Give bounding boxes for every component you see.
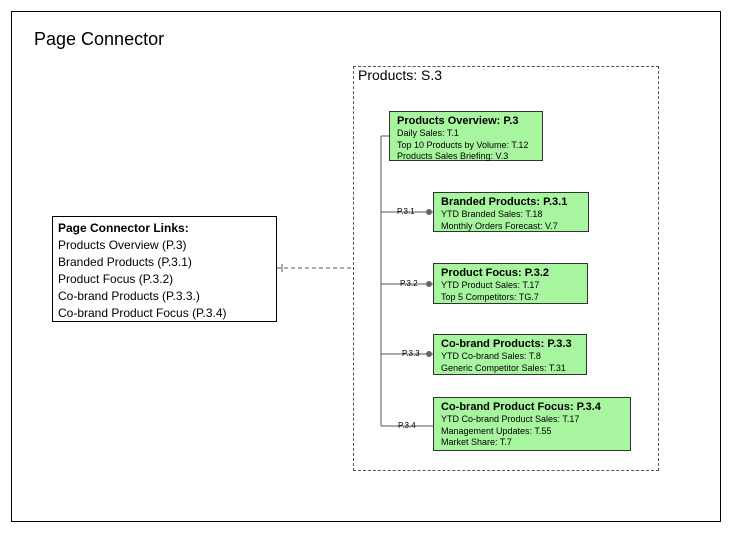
node-line: Top 5 Competitors: TG.7: [441, 291, 539, 302]
node-line: Generic Competitor Sales: T.31: [441, 362, 566, 373]
link-products-overview[interactable]: Products Overview (P.3): [58, 238, 187, 252]
node-co-brand-products[interactable]: Co-brand Products: P.3.3 YTD Co-brand Sa…: [433, 334, 587, 375]
node-title: Co-brand Products: P.3.3: [441, 338, 572, 350]
node-line: Market Share: T.7: [441, 437, 512, 448]
node-product-focus[interactable]: Product Focus: P.3.2 YTD Product Sales: …: [433, 263, 588, 304]
branch-label-p31: P.3.1: [397, 207, 415, 216]
node-line: YTD Product Sales: T.17: [441, 280, 540, 290]
branch-dot-p31: [426, 209, 432, 215]
node-line: YTD Branded Sales: T.18: [441, 209, 543, 219]
diagram-frame: [11, 11, 721, 522]
branch-dot-p33: [426, 351, 432, 357]
node-co-brand-product-focus[interactable]: Co-brand Product Focus: P.3.4 YTD Co-bra…: [433, 397, 631, 451]
node-line: Monthly Orders Forecast: V.7: [441, 220, 558, 231]
node-line: Products Sales Briefing: V.3: [397, 151, 509, 162]
products-group: [353, 66, 659, 471]
node-line: Daily Sales: T.1: [397, 128, 459, 138]
node-line: YTD Co-brand Product Sales: T.17: [441, 414, 580, 424]
page-connector-links: Page Connector Links: Products Overview …: [52, 216, 277, 322]
node-branded-products[interactable]: Branded Products: P.3.1 YTD Branded Sale…: [433, 192, 589, 232]
link-co-brand-products[interactable]: Co-brand Products (P.3.3.): [58, 289, 200, 303]
link-co-brand-product-focus[interactable]: Co-brand Product Focus (P.3.4): [58, 306, 227, 320]
branch-dot-p32: [426, 281, 432, 287]
node-line: Management Updates: T.55: [441, 425, 552, 436]
branch-label-p32: P.3.2: [400, 279, 418, 288]
node-title: Co-brand Product Focus: P.3.4: [441, 401, 601, 413]
link-branded-products[interactable]: Branded Products (P.3.1): [58, 255, 192, 269]
node-title: Products Overview: P.3: [397, 115, 519, 127]
node-title: Product Focus: P.3.2: [441, 267, 549, 279]
node-title: Branded Products: P.3.1: [441, 196, 568, 208]
node-line: Top 10 Products by Volume: T.12: [397, 139, 529, 150]
link-product-focus[interactable]: Product Focus (P.3.2): [58, 272, 174, 286]
group-title: Products: S.3: [358, 67, 443, 83]
page-title: Page Connector: [34, 29, 165, 49]
node-products-overview[interactable]: Products Overview: P.3 Daily Sales: T.1 …: [389, 111, 543, 161]
node-line: YTD Co-brand Sales: T.8: [441, 351, 541, 361]
branch-label-p34: P.3.4: [398, 421, 416, 430]
branch-label-p33: P.3.3: [402, 349, 420, 358]
links-title: Page Connector Links:: [58, 221, 189, 235]
